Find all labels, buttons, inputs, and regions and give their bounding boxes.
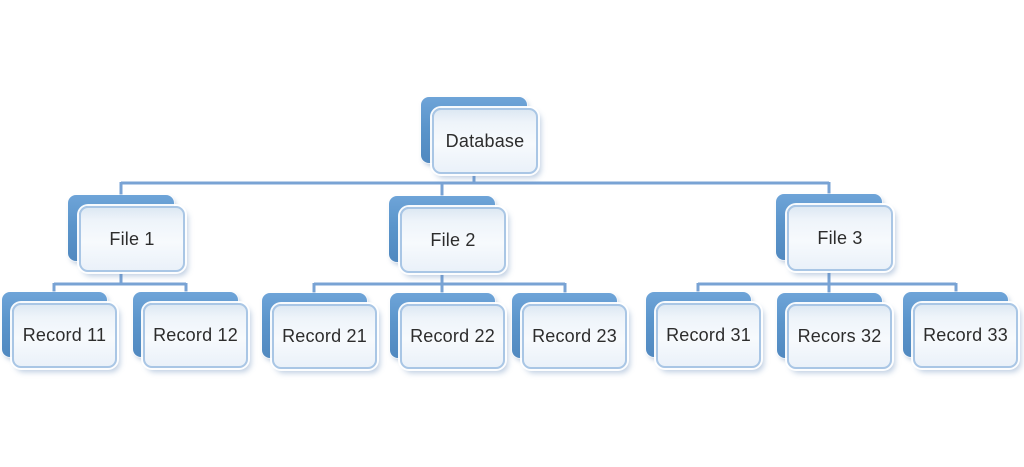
node-file-3-label: File 3 xyxy=(817,227,863,248)
node-front-panel: Record 31 xyxy=(656,303,761,368)
node-front-panel: Record 22 xyxy=(400,304,505,369)
node-record-21-label: Record 21 xyxy=(282,326,367,346)
node-file-1-label: File 1 xyxy=(109,228,155,249)
node-file-2-label: File 2 xyxy=(430,229,476,250)
node-front-panel: Recors 32 xyxy=(787,304,892,369)
tree-connector-path xyxy=(52,166,958,297)
node-record-31: Record 31 xyxy=(646,292,765,371)
node-file-2: File 2 xyxy=(389,196,508,275)
node-front-panel: File 2 xyxy=(400,207,506,273)
node-record-22: Record 22 xyxy=(390,293,509,372)
node-front-panel: Database xyxy=(432,108,538,174)
node-record-33-label: Record 33 xyxy=(923,325,1008,345)
node-record-22-label: Record 22 xyxy=(410,326,495,346)
node-record-23-label: Record 23 xyxy=(532,326,617,346)
node-file-3: File 3 xyxy=(776,194,895,273)
node-file-1: File 1 xyxy=(68,195,187,274)
node-front-panel: Record 33 xyxy=(913,303,1018,368)
node-record-33: Record 33 xyxy=(903,292,1022,371)
node-database-label: Database xyxy=(445,130,525,151)
node-front-panel: File 1 xyxy=(79,206,185,272)
node-record-32-label: Recors 32 xyxy=(797,326,882,346)
node-front-panel: Record 12 xyxy=(143,303,248,368)
node-database: Database xyxy=(421,97,540,176)
node-record-12: Record 12 xyxy=(133,292,252,371)
node-front-panel: Record 11 xyxy=(12,303,117,368)
node-front-panel: Record 23 xyxy=(522,304,627,369)
node-record-32: Recors 32 xyxy=(777,293,896,372)
node-record-12-label: Record 12 xyxy=(153,325,238,345)
node-front-panel: File 3 xyxy=(787,205,893,271)
node-record-31-label: Record 31 xyxy=(666,325,751,345)
node-record-11-label: Record 11 xyxy=(22,325,107,345)
node-record-21: Record 21 xyxy=(262,293,381,372)
node-record-11: Record 11 xyxy=(2,292,121,371)
node-front-panel: Record 21 xyxy=(272,304,377,369)
node-record-23: Record 23 xyxy=(512,293,631,372)
